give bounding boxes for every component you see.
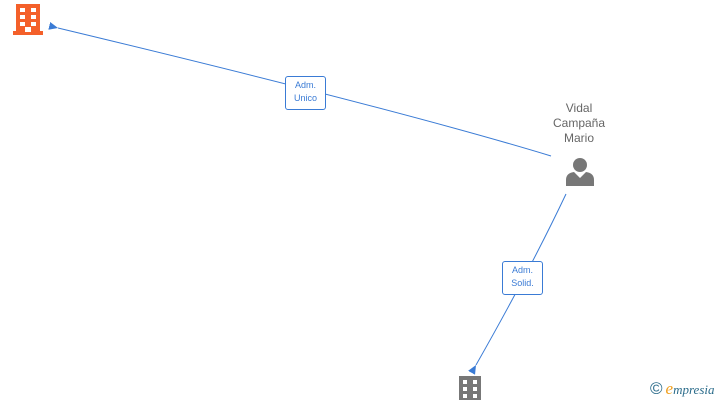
person-name: Vidal Campaña Mario [538, 101, 620, 146]
person-name-line: Vidal [565, 101, 593, 115]
person-icon[interactable] [565, 156, 595, 186]
brand-first-letter: e [665, 378, 674, 398]
edge-label-line: Unico [293, 93, 317, 103]
building-icon[interactable] [456, 374, 484, 400]
edge-label-line: Adm. [294, 80, 316, 90]
building-icon[interactable] [12, 2, 44, 36]
empresia-watermark: © empresia [650, 379, 714, 399]
edge-label-adm-solid: Adm. Solid. [502, 261, 543, 295]
edge-label-line: Solid. [511, 278, 534, 288]
brand-logo: empresia [666, 379, 715, 400]
person-name-line: Campaña [552, 116, 606, 130]
person-name-line: Mario [563, 131, 594, 145]
edge-line-adm-unico [48, 22, 552, 157]
brand-rest: mpresia [673, 381, 715, 397]
copyright-icon: © [650, 379, 663, 398]
edge-label-line: Adm. [511, 265, 533, 275]
edge-label-adm-unico: Adm. Unico [285, 76, 326, 110]
